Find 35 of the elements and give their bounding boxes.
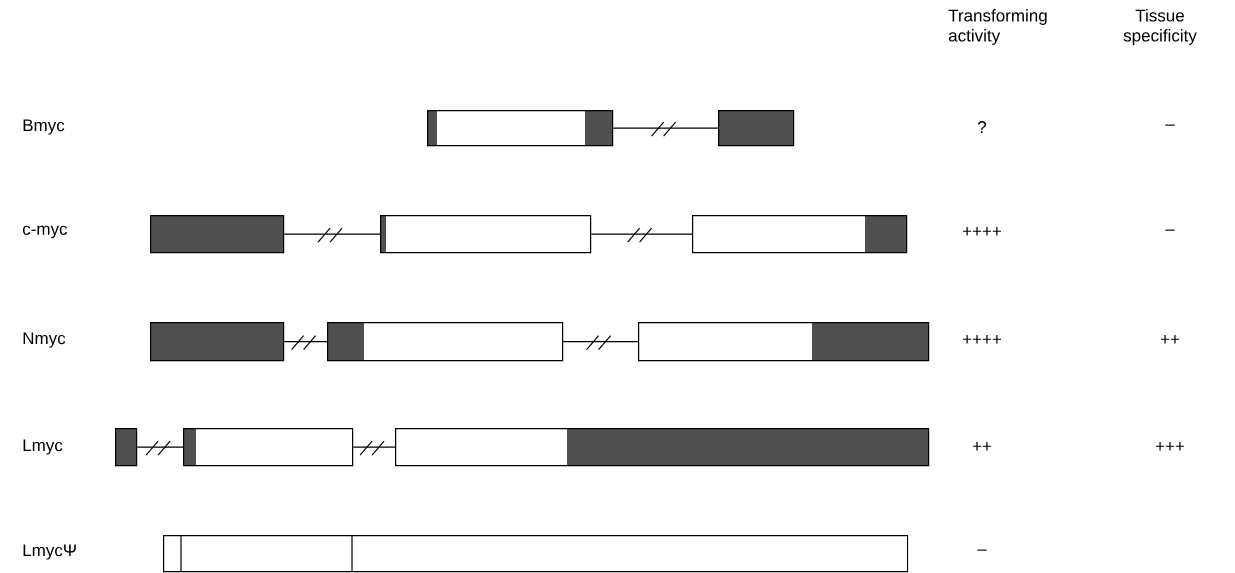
intron-line	[352, 440, 396, 456]
label-text: –	[1165, 229, 1175, 231]
label-text: ++	[972, 442, 992, 451]
exon-box	[150, 322, 285, 362]
intron-line	[283, 227, 381, 243]
label-text: ++++	[963, 335, 1001, 344]
label-text: Nmyc	[23, 332, 66, 348]
exon-box	[427, 110, 614, 147]
intron-line	[612, 121, 719, 137]
intron-line	[283, 335, 328, 351]
label-text: Transforming activity	[948, 9, 1047, 45]
intron-line	[590, 227, 693, 243]
exon-box	[718, 110, 795, 147]
exon-box	[183, 428, 354, 467]
label-text: LmycΨ	[23, 544, 76, 560]
exon-box	[327, 322, 564, 362]
exon-box	[115, 428, 138, 467]
label-text: Bmyc	[23, 119, 65, 135]
label-text: c-myc	[22, 225, 68, 239]
exon-box	[380, 215, 592, 254]
exon-box	[150, 215, 285, 254]
label-text: +++	[1155, 442, 1185, 451]
label-text: ++++	[963, 227, 1001, 236]
exon-box	[638, 322, 930, 362]
label-text: –	[1165, 124, 1175, 126]
exon-box	[395, 428, 930, 467]
label-text: Lmyc	[23, 439, 63, 455]
label-text: Tissue specificity	[1123, 9, 1197, 45]
intron-line	[136, 440, 184, 456]
intron-line	[562, 335, 639, 351]
label-text: ++	[1160, 335, 1180, 344]
exon-box	[692, 215, 908, 254]
label-text: –	[977, 549, 987, 551]
label-text: ?	[977, 121, 987, 133]
exon-box	[163, 534, 909, 573]
